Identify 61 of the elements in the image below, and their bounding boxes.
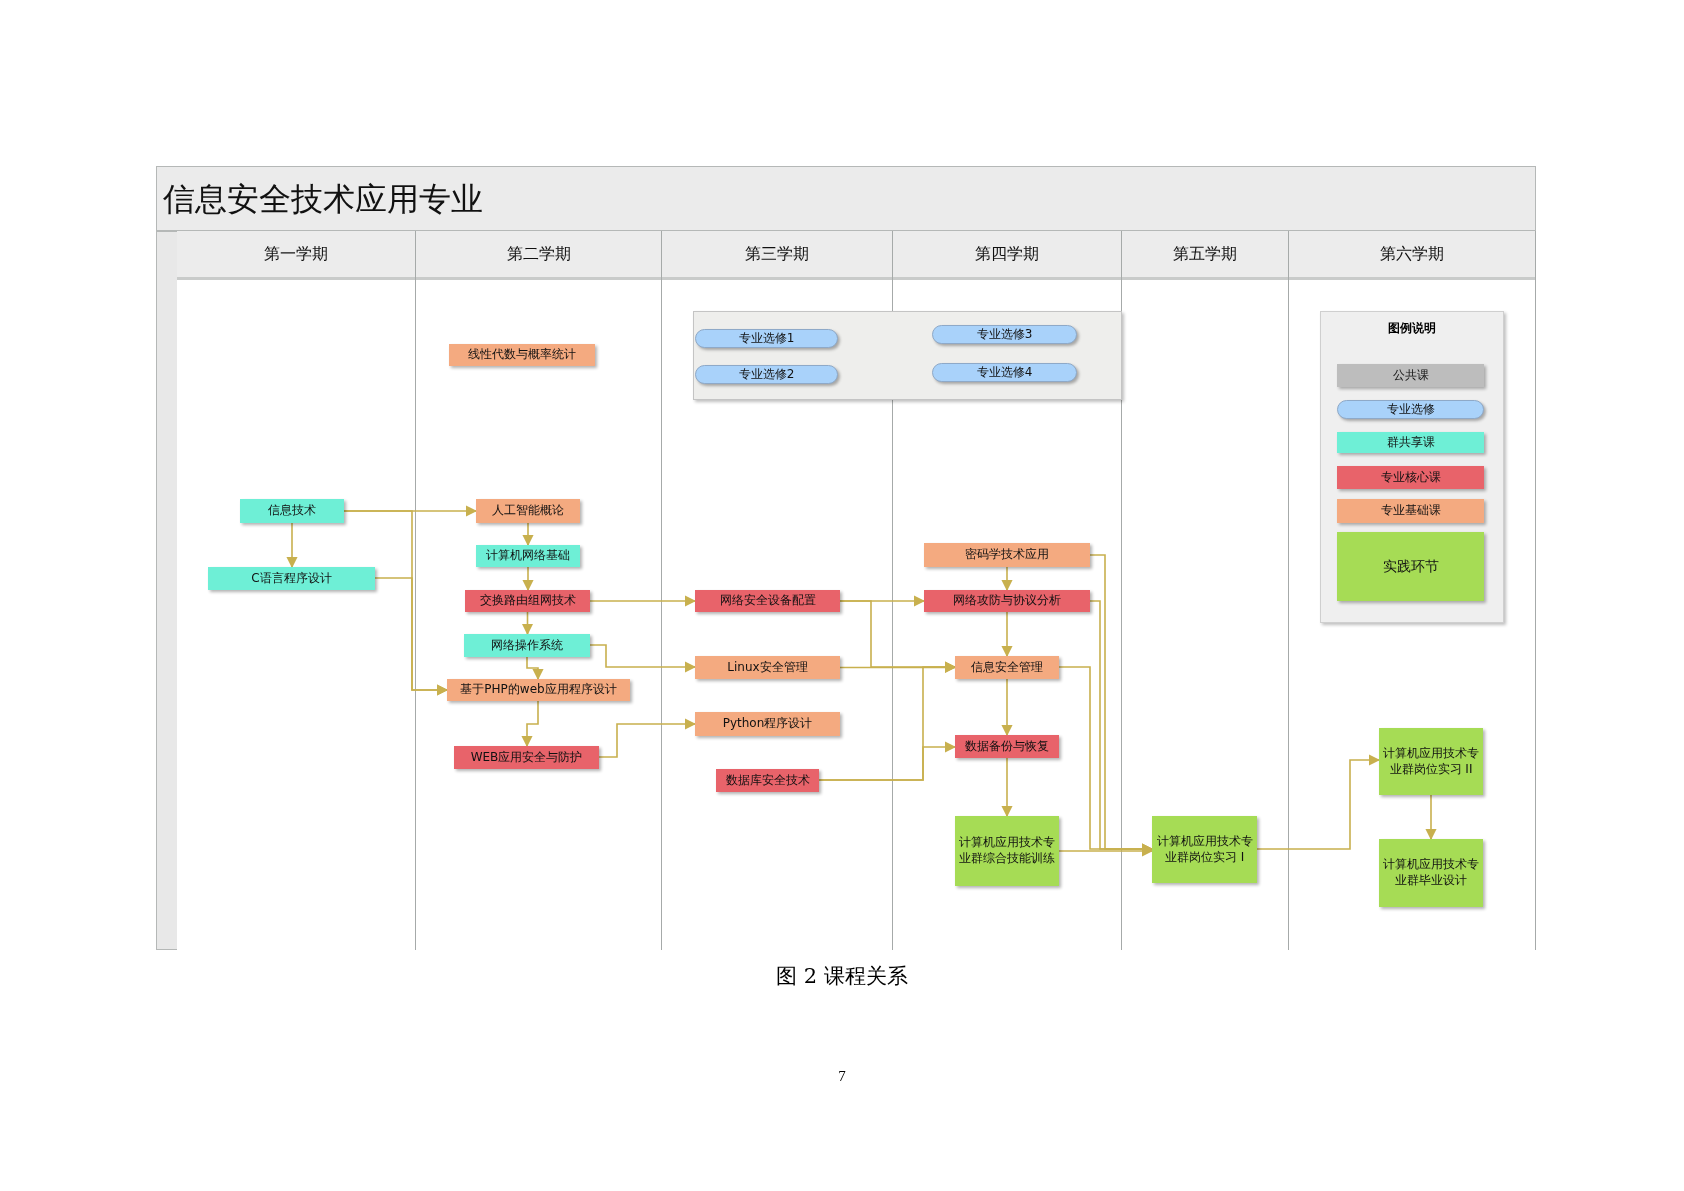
course-box: 计算机应用技术专业群毕业设计 xyxy=(1379,839,1483,907)
legend-swatch: 专业选修 xyxy=(1337,400,1484,419)
arrow xyxy=(1001,611,1013,658)
semester-column xyxy=(1122,231,1289,950)
course-box: 人工智能概论 xyxy=(476,499,580,523)
arrow xyxy=(526,656,544,681)
arrow xyxy=(1256,754,1381,850)
legend-swatch: 群共享课 xyxy=(1337,432,1484,453)
course-box: 信息技术 xyxy=(240,499,344,523)
course-box: 计算机网络基础 xyxy=(476,545,580,567)
arrow xyxy=(598,718,697,758)
course-box: 网络攻防与协议分析 xyxy=(924,590,1090,612)
arrow xyxy=(522,522,534,547)
legend-swatch: 实践环节 xyxy=(1337,532,1484,601)
course-box: 计算机应用技术专业群综合技能训练 xyxy=(955,816,1059,886)
course-box: 数据备份与恢复 xyxy=(955,735,1059,758)
legend-title: 图例说明 xyxy=(1387,320,1437,337)
course-box: Linux安全管理 xyxy=(695,656,840,679)
arrow xyxy=(1001,757,1013,818)
course-box: 密码学技术应用 xyxy=(924,543,1090,567)
column-header: 第一学期 xyxy=(177,231,415,280)
arrow xyxy=(521,611,534,636)
course-box: 计算机应用技术专业群岗位实习 I xyxy=(1152,816,1257,883)
semester-column xyxy=(177,231,416,950)
course-box: 线性代数与概率统计 xyxy=(449,344,595,366)
arrow xyxy=(818,661,957,781)
arrow xyxy=(286,522,298,569)
legend-swatch: 专业基础课 xyxy=(1337,499,1484,523)
arrow xyxy=(1425,794,1437,841)
elective-pill: 专业选修2 xyxy=(695,365,838,384)
course-box: 计算机应用技术专业群岗位实习 II xyxy=(1379,728,1483,795)
course-box: 信息安全管理 xyxy=(955,656,1059,679)
arrow xyxy=(521,700,539,748)
arrow xyxy=(589,595,697,607)
legend-swatch: 专业核心课 xyxy=(1337,466,1484,489)
arrow xyxy=(589,644,697,673)
column-header: 第六学期 xyxy=(1289,231,1535,280)
arrow xyxy=(522,566,534,592)
column-header: 第三学期 xyxy=(662,231,892,280)
column-header: 第五学期 xyxy=(1122,231,1288,280)
course-box: WEB应用安全与防护 xyxy=(454,746,599,769)
elective-pill: 专业选修1 xyxy=(695,329,838,348)
legend-swatch: 公共课 xyxy=(1337,364,1484,387)
diagram-title: 信息安全技术应用专业 xyxy=(163,179,483,220)
course-box: 网络安全设备配置 xyxy=(695,590,840,612)
elective-pill: 专业选修3 xyxy=(932,325,1077,344)
course-box: 交换路由组网技术 xyxy=(465,590,590,612)
column-header: 第四学期 xyxy=(893,231,1121,280)
course-box: 数据库安全技术 xyxy=(716,769,819,792)
figure-caption: 图 2 课程关系 xyxy=(775,963,909,990)
column-header: 第二学期 xyxy=(416,231,661,280)
page-number: 7 xyxy=(837,1068,847,1085)
course-box: 基于PHP的web应用程序设计 xyxy=(447,679,630,701)
arrow xyxy=(374,577,449,696)
course-box: 网络操作系统 xyxy=(464,634,590,657)
course-box: C语言程序设计 xyxy=(208,567,375,590)
semester-column xyxy=(416,231,662,950)
elective-pill: 专业选修4 xyxy=(932,363,1077,382)
arrow xyxy=(1001,566,1013,592)
arrow xyxy=(1001,678,1013,737)
course-box: Python程序设计 xyxy=(695,712,840,736)
